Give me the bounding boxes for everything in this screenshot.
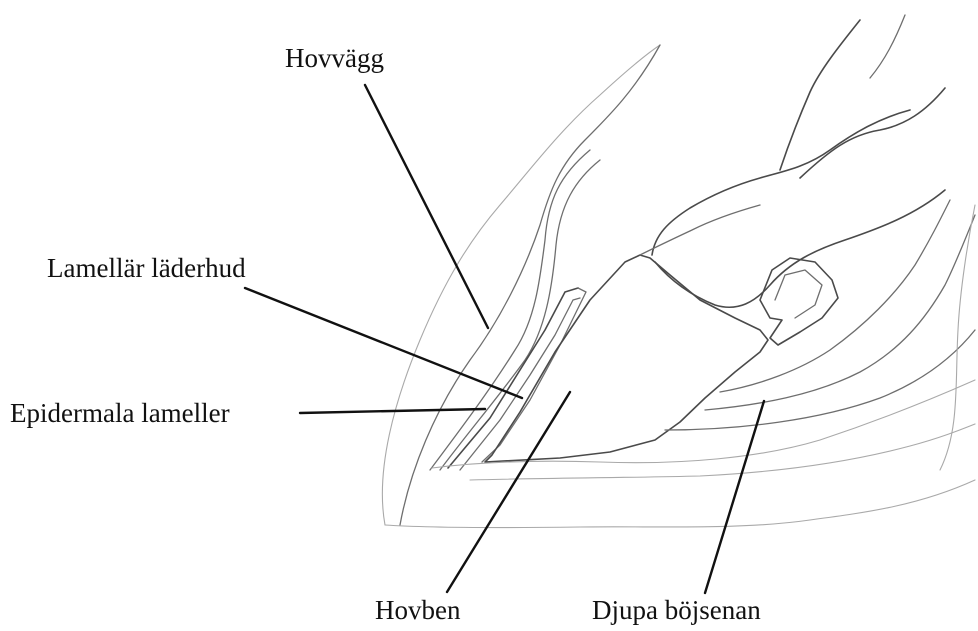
proximal-phalanx-outline-3 [870,15,905,78]
leader-epidermal-lamellae [300,409,485,413]
lamellar-band-inner [460,298,580,470]
outer-hoof-wall-outline [382,45,660,525]
hoof-wall-inner-line-1 [400,45,660,525]
label-coffin-bone: Hovben [375,597,460,624]
label-deep-flexor-tendon: Djupa böjsenan [592,597,761,624]
leader-lamellar-dermis [245,288,522,398]
leader-deep-flexor-tendon [705,401,764,593]
proximal-phalanx-outline-2 [800,88,945,178]
deep-flexor-tendon-line-3 [665,330,975,430]
hoof-wall-inner-line-2 [430,150,590,470]
navicular-bone-inner [775,270,822,318]
middle-phalanx-lower-outline [655,190,945,307]
leader-hoof-wall [365,85,488,328]
label-lamellar-dermis: Lamellär läderhud [47,255,246,282]
lamellar-band-outer [448,288,578,468]
label-hoof-wall: Hovvägg [285,45,384,72]
deep-flexor-tendon-line-1 [720,200,950,392]
label-epidermal-lamellae: Epidermala lameller [10,400,230,427]
lamellar-band-connector [482,288,586,462]
proximal-phalanx-outline [780,20,860,170]
deep-flexor-tendon-line-2 [705,215,975,410]
joint-line [640,205,760,255]
sole-bottom-outline [385,480,975,528]
